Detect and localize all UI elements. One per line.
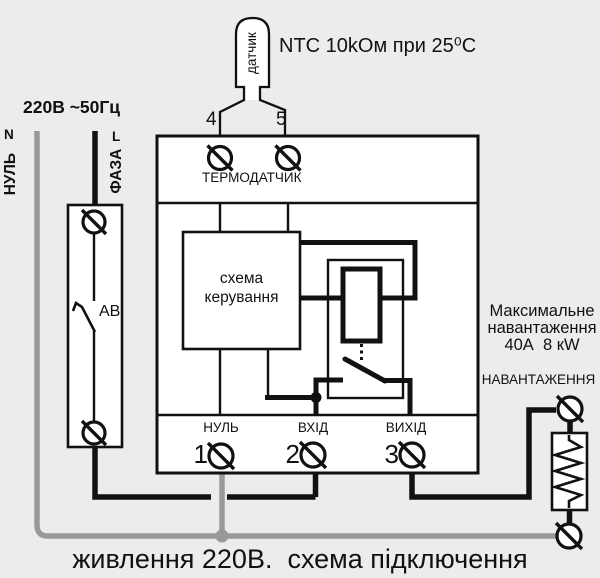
control-unit-label-line1: схема xyxy=(219,270,264,287)
load-resistor-zigzag xyxy=(550,435,586,508)
max-load-label-line1: Максимальне xyxy=(489,302,595,320)
contact-input-wire xyxy=(313,377,343,415)
sensor-capsule-fill xyxy=(236,18,269,100)
load-label: НАВАНТАЖЕННЯ xyxy=(481,372,596,387)
relay-box xyxy=(326,258,405,400)
neutral-wire-label: НУЛЬ xyxy=(1,153,19,196)
control-unit-label-line2: керування xyxy=(204,289,279,306)
contact-output-wire xyxy=(383,378,413,415)
thermal-sensor-terminals-label: ТЕРМОДАТЧИК xyxy=(202,170,302,185)
terminal-2-number: 2 xyxy=(285,439,300,469)
load-bottom-screw-icon xyxy=(554,521,584,551)
terminal-2-screw-icon xyxy=(298,440,328,470)
phase-wire-breaker-out xyxy=(92,448,211,500)
sensor-pin-4-label: 4 xyxy=(206,109,217,130)
control-unit-wires xyxy=(218,203,290,416)
phase-wire-to-input xyxy=(227,474,319,500)
neutral-letter: N xyxy=(4,127,14,142)
terminal-3-label: ВИХІД xyxy=(385,420,427,435)
relay-coil xyxy=(340,266,383,344)
screw-terminal-5-icon xyxy=(274,144,302,172)
terminal-1-label: НУЛЬ xyxy=(203,420,239,435)
phase-wire-label: ФАЗА xyxy=(107,148,125,194)
supply-voltage-label: 220В ~50Гц xyxy=(23,97,121,117)
control-unit-box xyxy=(181,230,302,351)
sensor-pin-5-label: 5 xyxy=(276,109,287,130)
load-top-screw-icon xyxy=(555,394,585,424)
screw-terminal-4-icon xyxy=(206,144,234,172)
phase-letter: L xyxy=(112,129,121,144)
output-wire-to-load xyxy=(409,407,556,500)
terminal-2-label: ВХІД xyxy=(297,420,329,435)
breaker-top-screw-icon xyxy=(80,208,108,236)
max-load-label-line3: 40А 8 кW xyxy=(504,336,580,354)
neutral-wire xyxy=(34,131,556,539)
breaker-bottom-screw-icon xyxy=(80,419,108,447)
terminal-1-number: 1 xyxy=(193,439,208,469)
neutral-junction-dot xyxy=(215,529,229,543)
sensor-label: датчик xyxy=(243,32,259,74)
relay-coil-wires xyxy=(300,240,418,301)
breaker-symbol xyxy=(71,301,97,333)
caption: живлення 220В. схема підключення xyxy=(72,544,528,574)
terminal-3-number: 3 xyxy=(384,439,399,469)
terminal-3-screw-icon xyxy=(397,440,427,470)
terminal-1-screw-icon xyxy=(206,441,236,471)
max-load-label-line2: навантаження xyxy=(487,319,597,337)
breaker-label: АВ xyxy=(99,303,121,320)
sensor-capsule xyxy=(218,16,287,136)
sensor-spec-label: NTC 10kОм при 25⁰С xyxy=(279,35,477,57)
relay-contact-blade xyxy=(342,356,388,384)
